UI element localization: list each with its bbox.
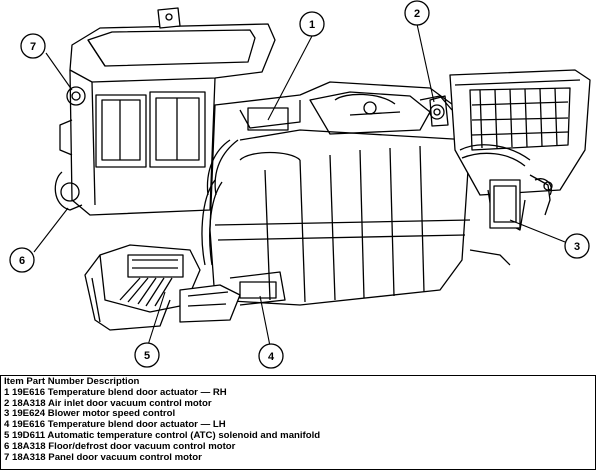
hoses	[201, 139, 531, 266]
legend-description: Blower motor speed control	[47, 408, 176, 420]
legend-row: 5 19D611 Automatic temperature control (…	[4, 429, 592, 442]
callout-2-label: 2	[414, 8, 420, 20]
legend-part-number: 18A318	[12, 397, 46, 409]
legend-description: Panel door vacuum control motor	[48, 451, 202, 463]
legend-description: Automatic temperature control (ATC) sole…	[47, 429, 321, 441]
legend-part-number: 19E624	[12, 408, 46, 420]
callout-5-label: 5	[144, 350, 150, 362]
hvac-assembly-diagram: 1 2 3 4 5 6 7	[9, 0, 591, 369]
atc-manifold-area	[84, 244, 286, 331]
callout-3-label: 3	[574, 241, 580, 253]
leader-line-5	[147, 291, 166, 346]
leader-line-6	[33, 207, 69, 253]
legend-item-number: 2	[4, 397, 10, 409]
callout-4-label: 4	[268, 351, 275, 363]
legend-part-number: 18A318	[12, 440, 46, 452]
legend-item-number: 4	[4, 419, 10, 431]
leader-line-4	[259, 295, 271, 347]
legend-part-number: 19E616	[12, 419, 46, 431]
legend-row: 1 19E616 Temperature blend door actuator…	[4, 386, 592, 399]
callout-1-label: 1	[309, 19, 315, 31]
callout-1: 1	[299, 11, 325, 37]
legend-row: 7 18A318 Panel door vacuum control motor	[4, 451, 592, 464]
legend-item-number: 6	[4, 440, 10, 452]
parts-legend: Item Part Number Description 1 19E616 Te…	[0, 375, 596, 470]
legend-row: 2 18A318 Air inlet door vacuum control m…	[4, 397, 592, 410]
legend-row: 4 19E616 Temperature blend door actuator…	[4, 419, 592, 431]
legend-header: Item Part Number Description	[4, 376, 140, 387]
callout-6-label: 6	[19, 255, 25, 267]
leader-line-3	[509, 219, 566, 243]
callout-5: 5	[134, 342, 160, 368]
callout-7-label: 7	[30, 41, 36, 53]
legend-part-number: 19D611	[12, 429, 46, 441]
leader-line-2	[416, 23, 435, 103]
panel-door-housing	[54, 7, 276, 216]
legend-row: 6 18A318 Floor/defrost door vacuum contr…	[4, 440, 592, 453]
legend-item-number: 3	[4, 408, 10, 420]
legend-item-number: 5	[4, 429, 10, 441]
legend-part-number: 19E616	[12, 386, 46, 398]
callout-7: 7	[20, 33, 46, 59]
legend-description: Temperature blend door actuator — LH	[47, 419, 226, 431]
callout-4: 4	[258, 343, 284, 369]
leader-line-7	[45, 52, 73, 91]
legend-item-number: 1	[4, 386, 10, 398]
leader-line-1	[267, 35, 313, 121]
legend-description: Air inlet door vacuum control motor	[47, 397, 212, 409]
callout-2: 2	[404, 0, 430, 26]
legend-description: Floor/defrost door vacuum control motor	[48, 440, 236, 452]
legend-part-number: 18A318	[12, 451, 46, 463]
blower-housing	[429, 69, 591, 231]
legend-description: Temperature blend door actuator — RH	[47, 386, 227, 398]
callout-3: 3	[564, 233, 590, 259]
callout-6: 6	[9, 247, 35, 273]
legend-item-number: 7	[4, 451, 10, 463]
legend-row: 3 19E624 Blower motor speed control	[4, 408, 592, 420]
